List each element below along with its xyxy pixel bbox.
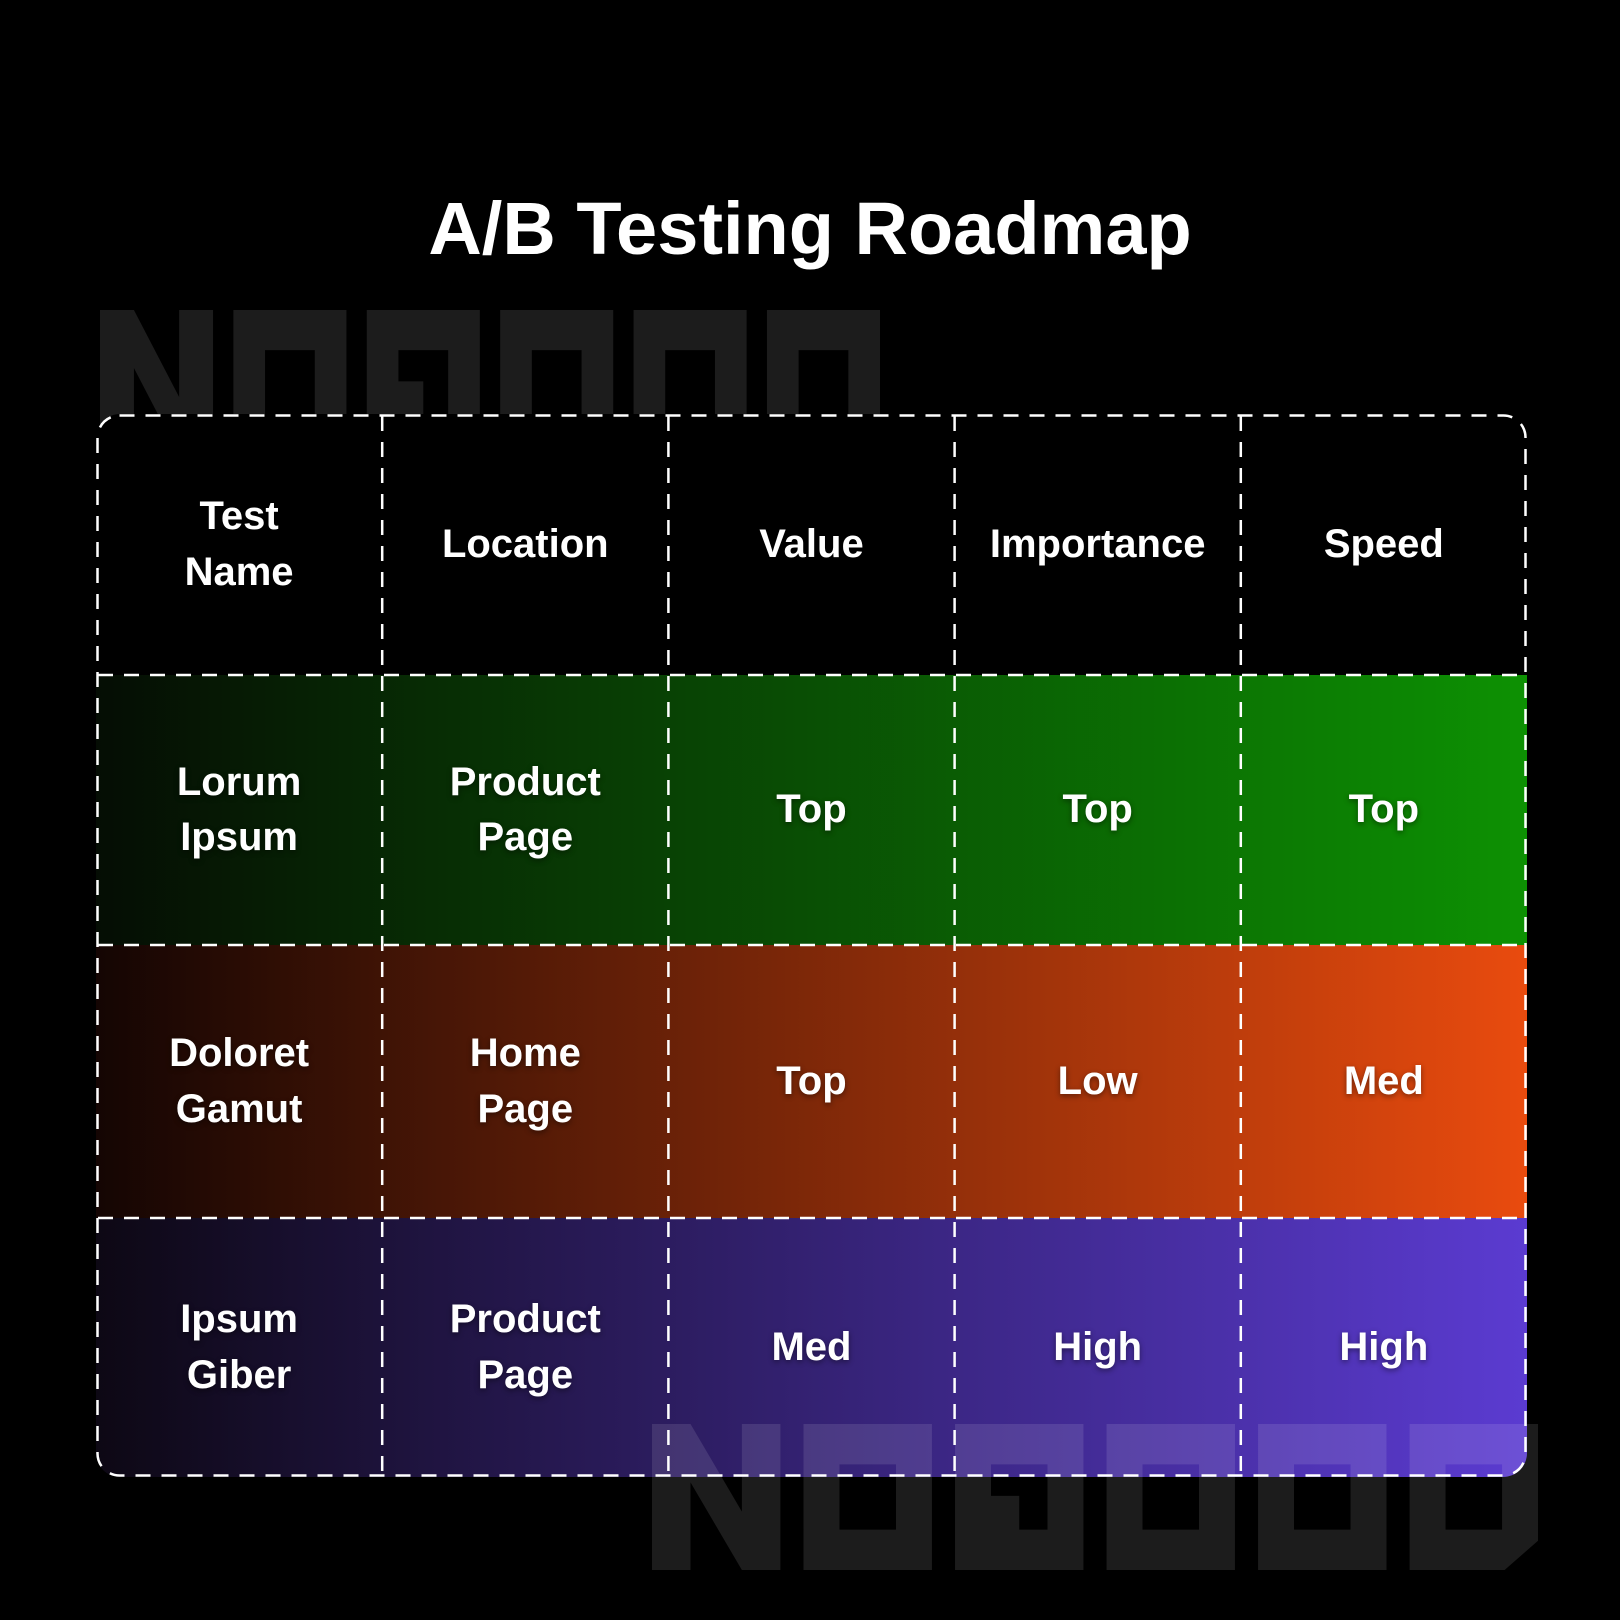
cell-test-name: Lorum Ipsum: [176, 759, 302, 859]
table-row-doloret-gamut: Doloret Gamut Home Page Top Low Med: [96, 945, 1527, 1218]
cell-test-name: Doloret Gamut: [169, 1031, 310, 1131]
table-header-row: Test Name Location Value Importance Spee…: [96, 414, 1527, 675]
nogood-watermark-bottom: [652, 1424, 1538, 1570]
header-cell-importance: Importance: [989, 521, 1206, 566]
cell-value: Top: [776, 787, 847, 832]
cell-importance: Low: [1057, 1058, 1138, 1103]
table-row-lorum-ipsum: Lorum Ipsum Product Page Top Top Top: [96, 675, 1527, 945]
cell-speed: Top: [1348, 787, 1420, 832]
cell-location: Home Page: [469, 1031, 581, 1131]
page-title: A/B Testing Roadmap: [428, 187, 1192, 270]
cell-speed: Med: [1343, 1058, 1424, 1103]
header-cell-location: Location: [441, 521, 609, 566]
roadmap-table: Test Name Location Value Importance Spee…: [96, 414, 1527, 1477]
header-cell-test-name: Test Name: [184, 494, 294, 594]
cell-location: Product Page: [449, 759, 601, 859]
header-cell-speed: Speed: [1323, 521, 1444, 566]
cell-location: Product Page: [449, 1297, 601, 1397]
cell-test-name: Ipsum Giber: [180, 1297, 298, 1397]
cell-value: Top: [776, 1058, 847, 1103]
cell-importance: Top: [1062, 787, 1133, 832]
header-cell-value: Value: [759, 521, 864, 566]
